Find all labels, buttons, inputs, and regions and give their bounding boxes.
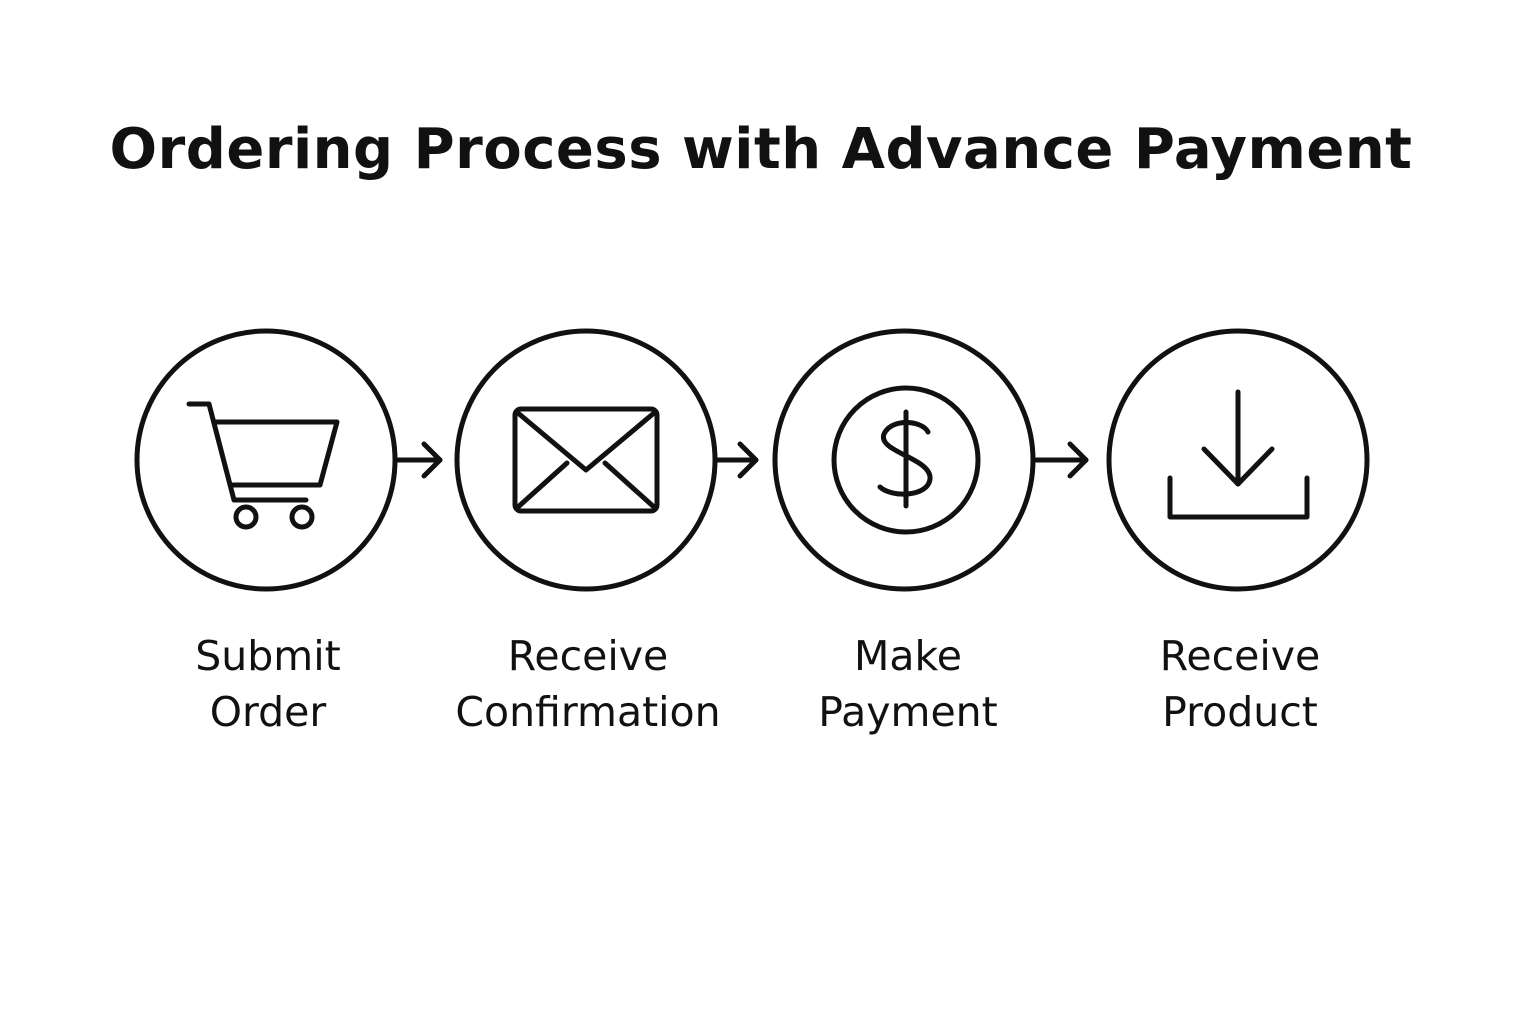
step-label-line: Make xyxy=(853,632,962,680)
arrow-connector xyxy=(395,441,443,479)
step-label-make-payment: Make Payment xyxy=(748,628,1068,740)
step-make-payment xyxy=(772,328,1036,592)
step-label-line: Submit xyxy=(195,632,341,680)
shopping-cart-icon xyxy=(186,401,340,530)
step-label-receive-product: Receive Product xyxy=(1080,628,1400,740)
step-circle xyxy=(772,328,1036,592)
step-label-line: Receive xyxy=(1159,632,1321,680)
step-label-receive-confirmation: Receive Confirmation xyxy=(428,628,748,740)
dollar-coin-icon xyxy=(831,385,981,535)
step-label-line: Order xyxy=(209,688,327,736)
step-label-submit-order: Submit Order xyxy=(108,628,428,740)
step-circle xyxy=(454,328,718,592)
step-label-line: Confirmation xyxy=(455,688,721,736)
arrow-connector xyxy=(713,441,759,479)
step-receive-confirmation xyxy=(454,328,718,592)
step-circle xyxy=(134,328,398,592)
step-label-line: Product xyxy=(1162,688,1318,736)
arrow-connector xyxy=(1033,441,1089,479)
download-icon xyxy=(1167,389,1310,520)
envelope-icon xyxy=(512,406,660,514)
step-circle xyxy=(1106,328,1370,592)
diagram-title: Ordering Process with Advance Payment xyxy=(109,117,1413,182)
step-receive-product xyxy=(1106,328,1370,592)
step-submit-order xyxy=(134,328,398,592)
step-label-line: Receive xyxy=(507,632,669,680)
step-label-line: Payment xyxy=(818,688,998,736)
